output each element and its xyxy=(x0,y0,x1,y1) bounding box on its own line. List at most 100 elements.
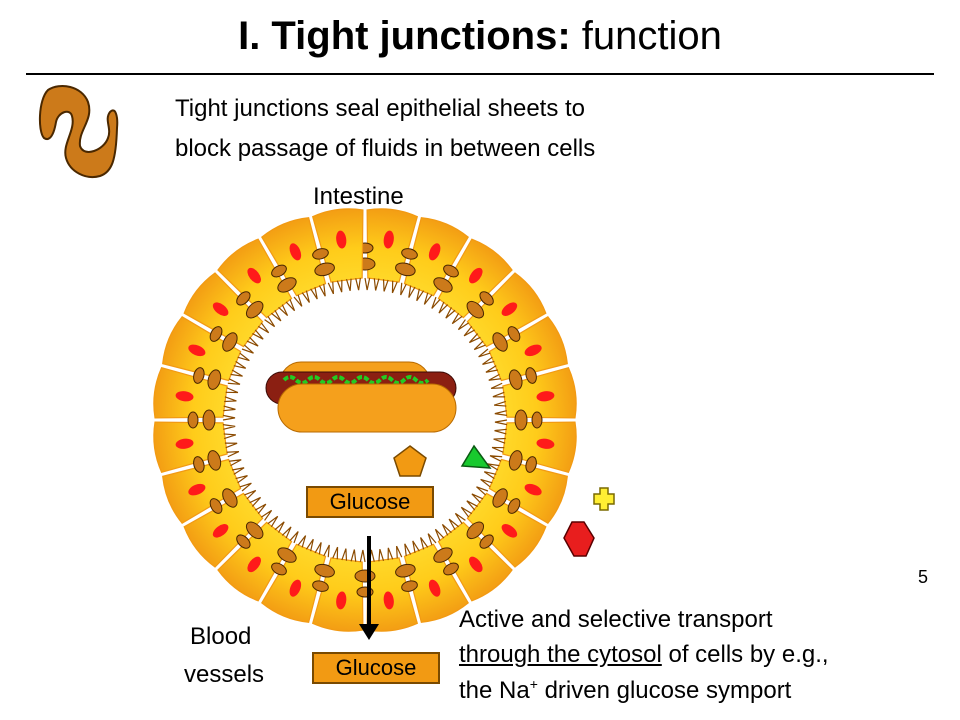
tight-junction xyxy=(443,264,459,278)
tight-junction xyxy=(207,450,222,471)
tight-junction xyxy=(277,547,297,563)
tight-junction xyxy=(401,248,418,260)
cell-nucleus xyxy=(247,267,261,284)
microvilli xyxy=(222,277,508,563)
epithelial-cell xyxy=(366,208,419,283)
title-bold: I. Tight junctions: xyxy=(238,14,571,58)
hotdog-icon xyxy=(265,361,457,433)
tight-junction xyxy=(277,277,297,293)
cell-nucleus xyxy=(188,344,206,357)
glucose-label-blood: Glucose xyxy=(312,652,440,684)
intro-line-1: Tight junctions seal epithelial sheets t… xyxy=(175,95,586,122)
tight-junction xyxy=(508,450,523,471)
tight-junction xyxy=(525,367,537,384)
cell-nucleus xyxy=(212,302,229,316)
tight-junction xyxy=(354,569,376,583)
cell-nucleus xyxy=(188,483,206,496)
tight-junction xyxy=(193,456,205,473)
epithelial-cell xyxy=(502,421,577,474)
cell-nucleus xyxy=(469,556,483,573)
transport-line-3: the Na+ driven glucose symport xyxy=(459,676,791,706)
tight-junction xyxy=(207,369,222,390)
tight-junction xyxy=(209,326,223,342)
glucose-label-lumen: Glucose xyxy=(306,486,434,518)
slide-number: 5 xyxy=(918,567,929,587)
transport-line-1: Active and selective transport xyxy=(459,606,773,633)
tight-junction xyxy=(507,498,521,514)
tight-junction-icon xyxy=(38,85,119,178)
transport-line-3-pre: the Na xyxy=(459,677,530,704)
tight-junction xyxy=(312,248,329,260)
transport-line-2-rest: of cells by e.g., xyxy=(661,641,829,668)
transport-underlined: through the cytosol xyxy=(459,641,662,668)
intestine-label: Intestine xyxy=(313,183,404,210)
cell-nucleus xyxy=(289,243,302,261)
epithelial-cell xyxy=(153,366,228,419)
triangle-molecule-icon xyxy=(460,444,492,469)
tight-junction xyxy=(433,277,453,293)
cell-nucleus xyxy=(212,524,229,538)
tight-junction xyxy=(479,534,494,549)
tight-junction xyxy=(314,563,335,578)
blood-label-line-1: Blood xyxy=(190,623,252,650)
epithelial-cell xyxy=(153,421,228,474)
tight-junction xyxy=(466,300,485,319)
cell-nucleus xyxy=(336,591,347,610)
tight-junction xyxy=(314,262,335,277)
transport-line-2: through the cytosol of cells by e.g., xyxy=(459,640,829,670)
cell-nucleus xyxy=(175,438,194,449)
tight-junction xyxy=(508,369,523,390)
tight-junction xyxy=(245,300,264,319)
tight-junction xyxy=(193,367,205,384)
tight-junction xyxy=(433,547,453,563)
tight-junction xyxy=(514,409,528,431)
tight-junction xyxy=(525,456,537,473)
epithelial-cell xyxy=(311,557,364,632)
tight-junction xyxy=(479,291,494,306)
hexagon-molecule-icon xyxy=(563,521,595,557)
transport-line-3-post: driven glucose symport xyxy=(537,677,792,704)
cell-nucleus xyxy=(428,243,441,261)
tight-junction xyxy=(507,326,521,342)
title-divider xyxy=(26,73,934,75)
tight-junction xyxy=(236,291,251,306)
tight-junction xyxy=(492,332,508,352)
tight-junction xyxy=(222,488,238,508)
tight-junction xyxy=(466,521,485,540)
tight-junction xyxy=(395,563,416,578)
tight-junction xyxy=(492,488,508,508)
cell-nucleus xyxy=(501,302,518,316)
tight-junction xyxy=(443,562,459,576)
tight-junction xyxy=(271,264,287,278)
cell-nucleus xyxy=(524,344,542,357)
sodium-charge: + xyxy=(529,676,538,692)
tight-junction xyxy=(312,580,329,592)
tight-junction xyxy=(187,411,199,429)
cell-nucleus xyxy=(536,438,555,449)
cell-nucleus xyxy=(428,579,441,597)
tight-junction xyxy=(245,521,264,540)
title-regular: function xyxy=(581,14,722,58)
tight-junction xyxy=(271,562,287,576)
cell-nucleus xyxy=(524,483,542,496)
cell-nucleus xyxy=(536,391,555,402)
tight-junction xyxy=(209,498,223,514)
cell-nucleus xyxy=(289,579,302,597)
cross-molecule-icon xyxy=(593,487,615,511)
cell-nucleus xyxy=(336,230,347,249)
pentagon-molecule-icon xyxy=(393,445,427,477)
transport-arrow xyxy=(359,536,379,640)
intro-line-2: block passage of fluids in between cells xyxy=(175,135,596,162)
tight-junction xyxy=(202,409,216,431)
cell-nucleus xyxy=(175,391,194,402)
blood-label-line-2: vessels xyxy=(184,661,265,688)
cell-nucleus xyxy=(501,524,518,538)
epithelial-cell xyxy=(502,366,577,419)
tight-junction xyxy=(222,332,238,352)
tight-junction xyxy=(395,262,416,277)
cell-nucleus xyxy=(383,230,394,249)
epithelial-ring xyxy=(153,208,577,632)
cell-nucleus xyxy=(247,556,261,573)
slide-title: I. Tight junctions: function xyxy=(0,12,960,60)
